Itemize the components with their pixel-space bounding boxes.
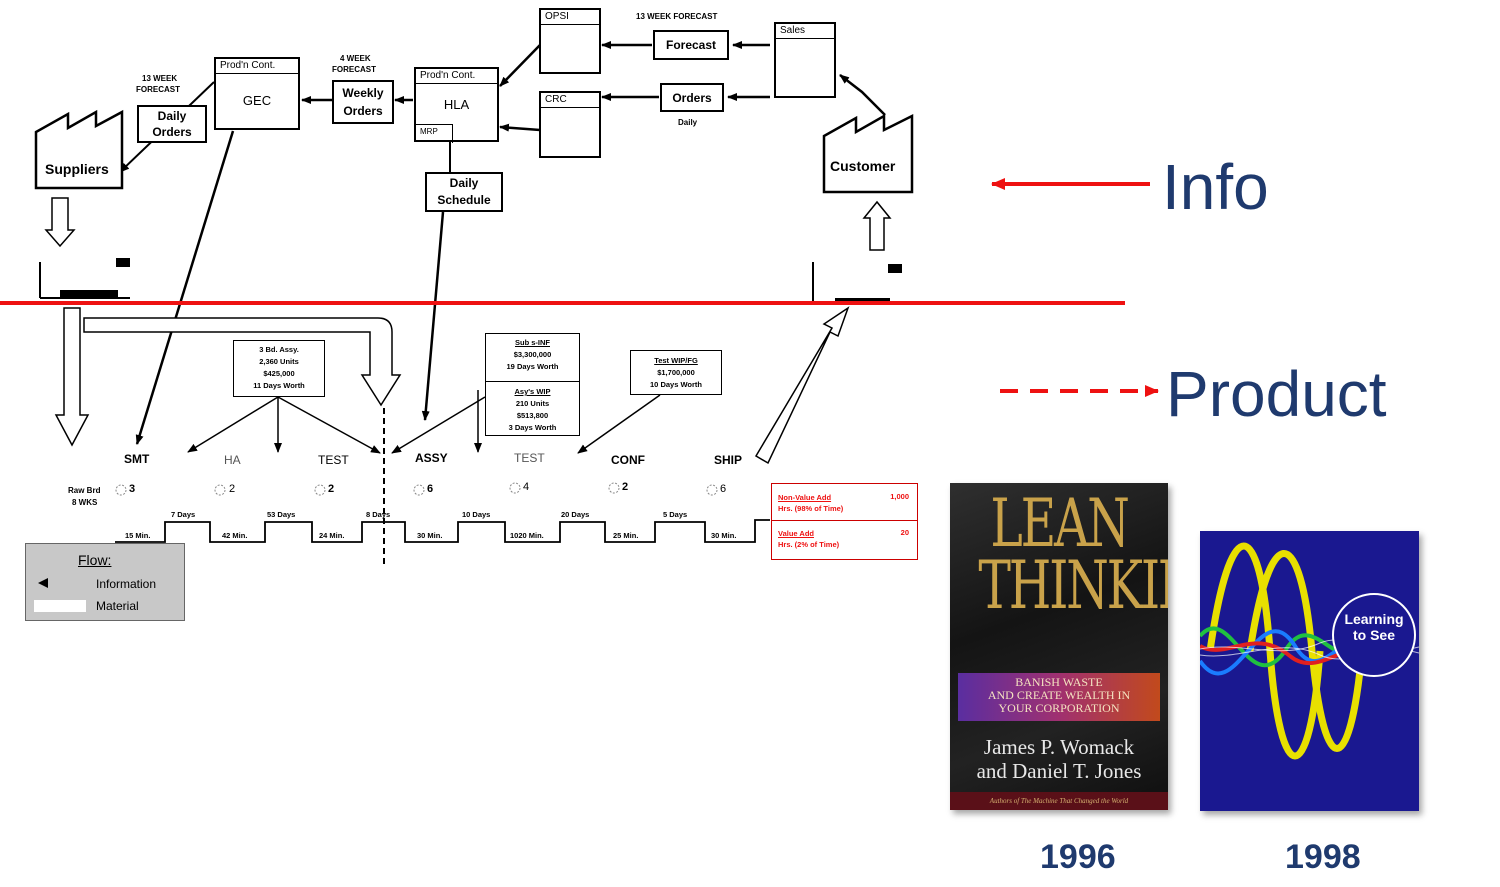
supplier-truck-icon: [39, 258, 130, 299]
mrp-box: MRP: [416, 124, 453, 143]
inventory-count: 6: [427, 483, 434, 495]
gec-box: Prod'n Cont. GEC: [214, 57, 300, 130]
process-assy: ASSY: [415, 451, 448, 465]
cycle-time: 1020 Min.: [510, 531, 544, 540]
product-legend-label: Product: [1166, 358, 1387, 430]
crc-box: CRC: [539, 91, 601, 158]
cycle-time: 30 Min.: [417, 531, 443, 540]
inventory-count: 4: [523, 481, 530, 493]
orders-box: Orders: [660, 83, 724, 112]
lean-thinking-book-cover: LEAN THINKING BANISH WASTE AND CREATE WE…: [950, 483, 1168, 810]
opsi-to-hla-line: [499, 44, 541, 87]
wip-note-assy: 3 Bd. Assy. 2,360 Units $425,000 11 Days…: [233, 340, 325, 397]
info-flow-icon: [38, 578, 48, 588]
learning-to-see-book-cover: Learning to See: [1200, 531, 1419, 811]
wait-days: 8 Days: [366, 510, 391, 519]
flow-legend: Flow: Information Material: [25, 543, 185, 621]
weekly-orders-box: Weekly Orders: [332, 80, 394, 124]
daily-label: Daily: [678, 118, 698, 127]
schedule-to-assy-line: [421, 211, 445, 421]
inventory-count: 2: [328, 483, 335, 495]
gec-to-smt-line: [135, 130, 235, 445]
process-test-2: TEST: [514, 451, 545, 465]
inventory-count: 3: [129, 483, 136, 495]
suppliers-label: Suppliers: [45, 161, 109, 177]
wip-note-sub: Sub s-INF $3,300,000 19 Days Worth Asy's…: [485, 333, 580, 436]
wait-days: 53 Days: [267, 510, 296, 519]
cycle-time: 24 Min.: [319, 531, 345, 540]
inventory-count: 2: [622, 481, 629, 493]
inventory-count: 6: [720, 483, 727, 495]
material-flow-icon: [34, 600, 86, 612]
raw-to-smt-arrow: [54, 307, 90, 447]
forecast-box: Forecast: [653, 30, 729, 60]
cycle-time: 15 Min.: [125, 531, 151, 540]
cycle-time: 30 Min.: [711, 531, 737, 540]
year-1998: 1998: [1285, 838, 1361, 876]
year-1996: 1996: [1040, 838, 1116, 876]
cycle-time: 25 Min.: [613, 531, 639, 540]
process-conf: CONF: [611, 453, 645, 467]
customer-label: Customer: [830, 158, 896, 174]
wait-days: 7 Days: [171, 510, 196, 519]
inventory-count: 2: [229, 483, 236, 495]
process-ship: SHIP: [714, 453, 743, 467]
daily-orders-box: Daily Orders: [137, 105, 207, 143]
wait-days: 20 Days: [561, 510, 590, 519]
wip-note-test: Test WIP/FG $1,700,000 10 Days Worth: [630, 350, 722, 395]
ship-to-customer-arrow: [754, 306, 850, 465]
value-summary-box: Non-Value Add Hrs. (98% of Time) 1,000 V…: [771, 483, 918, 560]
opsi-box: OPSI: [539, 8, 601, 74]
crc-to-hla-line: [499, 123, 541, 132]
sales-box: Sales: [774, 22, 836, 98]
customer-up-arrow: [862, 200, 892, 251]
process-smt: SMT: [124, 452, 150, 466]
title-circle: [1332, 593, 1416, 677]
process-test: TEST: [318, 453, 349, 467]
timeline: [115, 519, 770, 543]
process-ha: HA: [224, 453, 241, 467]
customer-factory-icon: [822, 113, 914, 194]
forecast-13-right-label: 13 WEEK FORECAST: [636, 12, 718, 21]
cycle-time: 42 Min.: [222, 531, 248, 540]
push-bypass-arrow: [83, 317, 402, 407]
info-legend-label: Info: [1162, 151, 1269, 223]
supplier-down-arrow: [44, 197, 76, 248]
wait-days: 10 Days: [462, 510, 491, 519]
daily-schedule-box: Daily Schedule: [425, 172, 503, 212]
customer-truck-icon: [812, 262, 902, 305]
hla-box: Prod'n Cont. HLA MRP: [414, 67, 499, 143]
suppliers-factory-icon: [34, 109, 124, 190]
wait-days: 5 Days: [663, 510, 688, 519]
customer-to-sales-line: [839, 74, 886, 116]
